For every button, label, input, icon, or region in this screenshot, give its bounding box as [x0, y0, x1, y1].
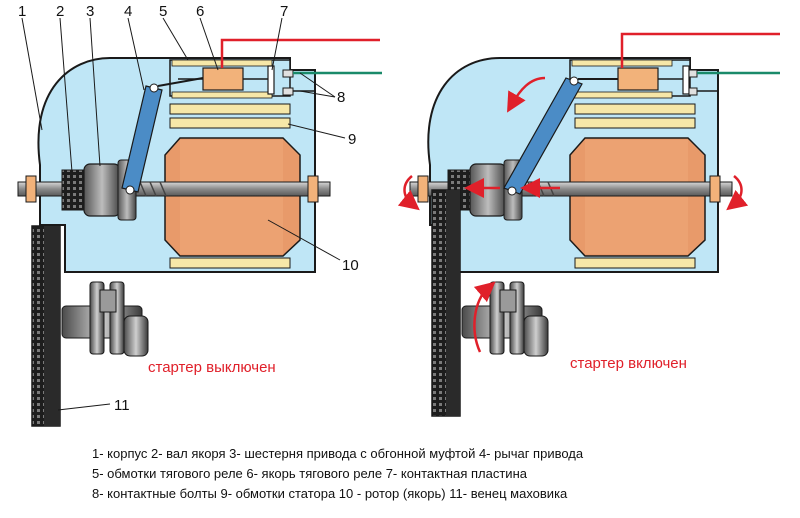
leader-lines-left: [21, 17, 346, 411]
crankshaft: [61, 281, 149, 357]
contact-bolt-top: [282, 69, 294, 78]
drive-pinion: [61, 169, 85, 211]
contact-plate-on: [682, 65, 690, 95]
label-4: 4: [124, 3, 132, 20]
legend-line-2: 5- обмотки тягового реле 6- якорь тягово…: [92, 466, 527, 481]
wire-red: [220, 38, 380, 68]
label-9: 9: [348, 131, 356, 148]
stator-winding-bottom: [169, 257, 291, 269]
label-10: 10: [342, 257, 359, 274]
motion-arrows: [397, 76, 749, 353]
relay-armature: [202, 67, 244, 91]
relay-winding-bottom: [171, 91, 273, 99]
label-6: 6: [196, 3, 204, 20]
panel-starter-off: 1 2 3 4 5 6 7 8 9 10 11 стартер выключен: [17, 3, 382, 427]
wire-red-on: [620, 32, 780, 68]
label-2: 2: [56, 3, 64, 20]
bushing-right: [307, 175, 319, 203]
legend-line-1: 1- корпус 2- вал якоря 3- шестерня приво…: [92, 446, 584, 461]
label-1: 1: [18, 3, 26, 20]
bushing-left: [25, 175, 37, 203]
overrunning-clutch: [83, 163, 121, 217]
label-11: 11: [114, 397, 130, 414]
label-3: 3: [86, 3, 94, 20]
relay-armature-on: [617, 67, 659, 91]
crankshaft-on: [461, 281, 549, 357]
state-text-off: стартер выключен: [148, 359, 276, 376]
contact-plate: [267, 65, 275, 95]
label-5: 5: [159, 3, 167, 20]
stator-winding-top-2: [169, 117, 291, 129]
contact-bolt-bottom: [282, 87, 294, 96]
panel-starter-on: стартер включен: [397, 32, 780, 417]
stator-winding-top: [169, 103, 291, 115]
label-8: 8: [337, 89, 345, 106]
legend-line-3: 8- контактные болты 9- обмотки статора 1…: [92, 486, 568, 501]
state-text-on: стартер включен: [570, 355, 687, 372]
label-7: 7: [280, 3, 288, 20]
